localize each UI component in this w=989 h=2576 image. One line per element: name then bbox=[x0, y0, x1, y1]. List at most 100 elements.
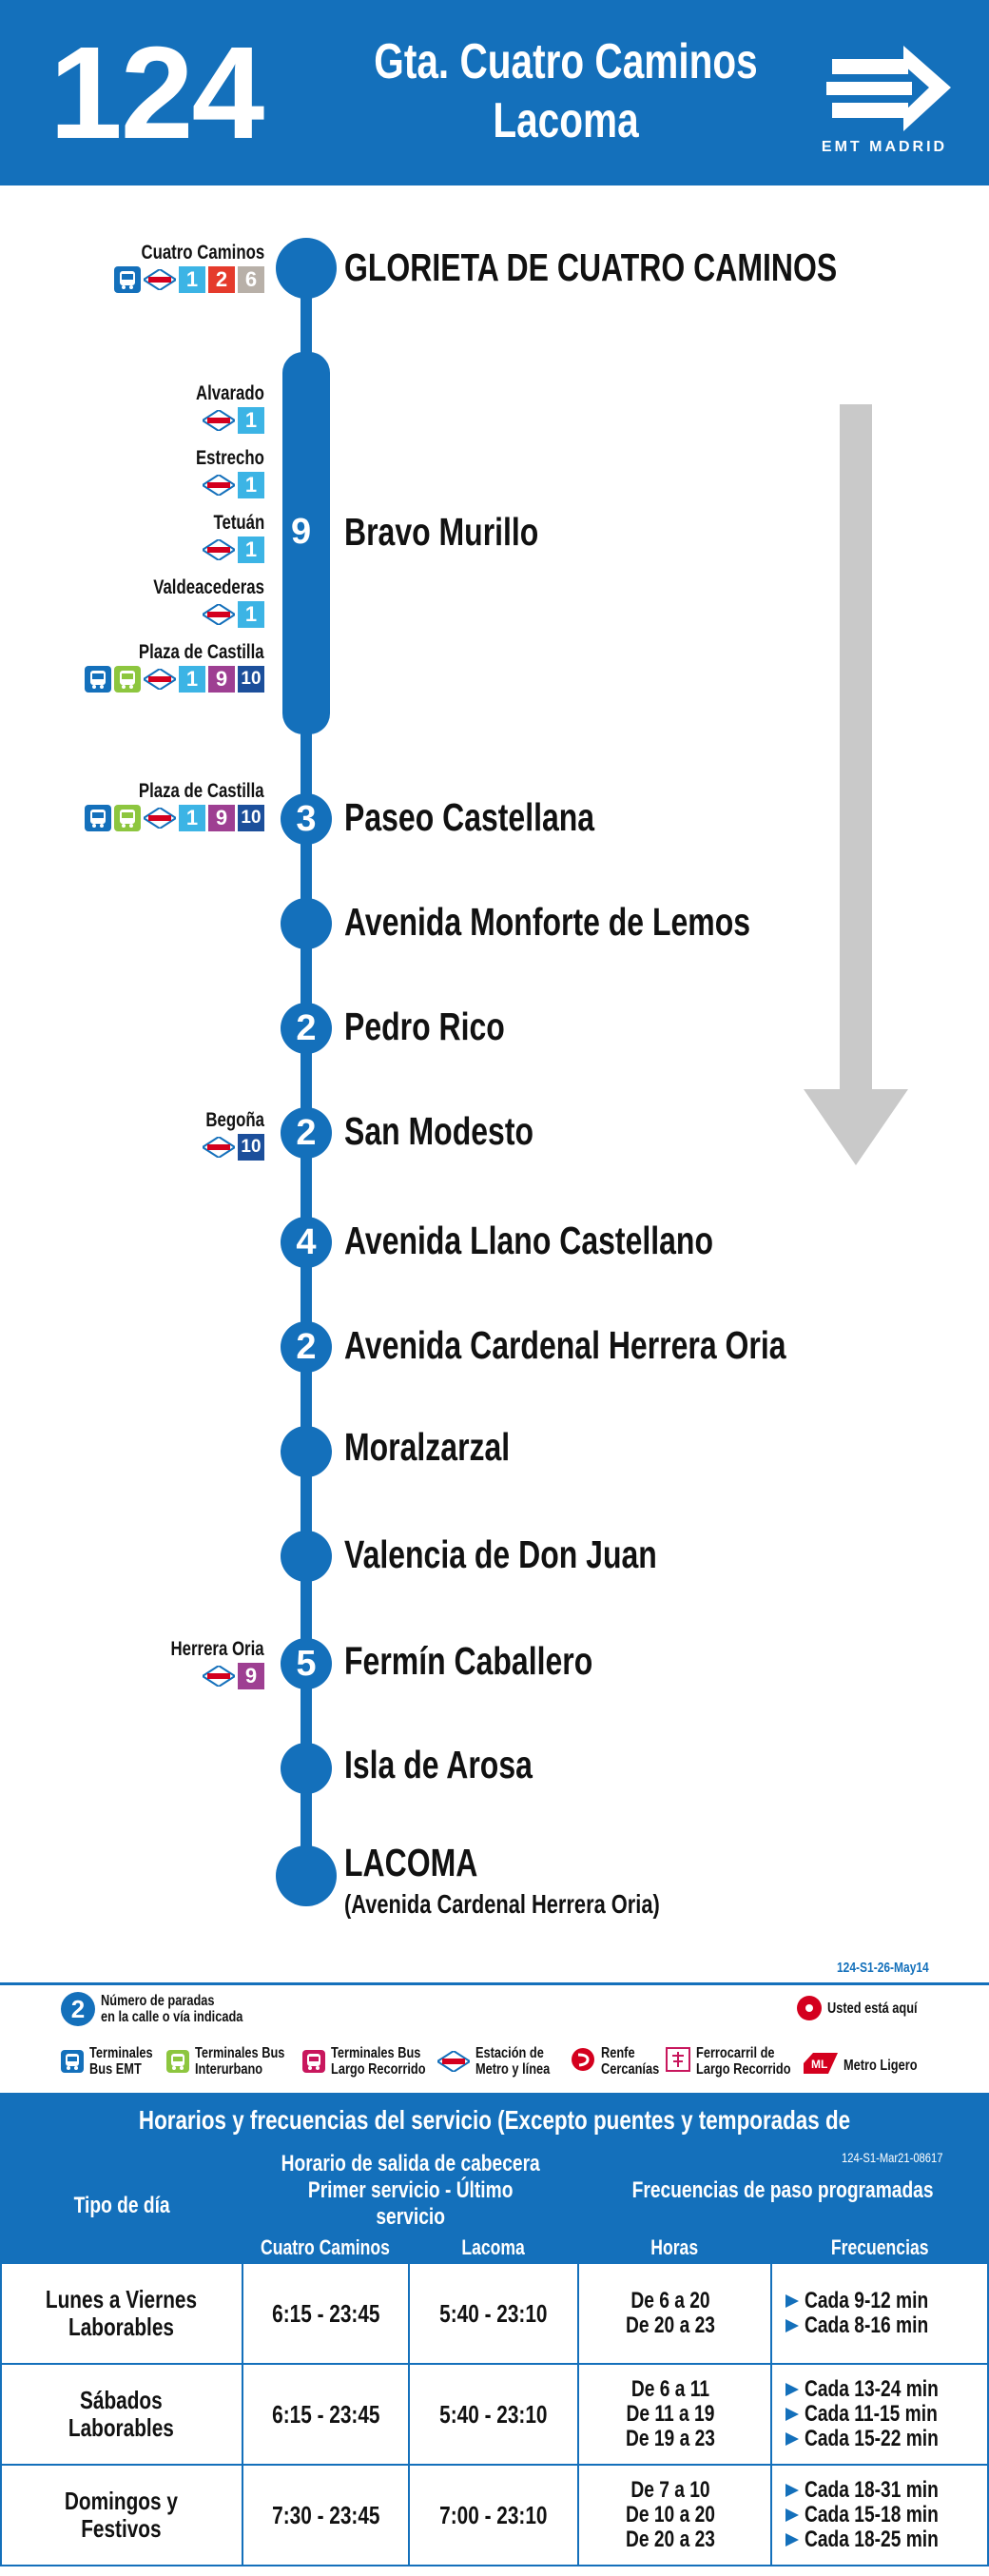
metro-line-badge: 1 bbox=[238, 537, 264, 563]
connection: Alvarado 1 bbox=[179, 382, 264, 435]
header-destination: Lacoma bbox=[408, 2232, 579, 2264]
metro-icon bbox=[203, 601, 235, 628]
connection: Begoña 10 bbox=[191, 1109, 264, 1161]
connection: Cuatro Caminos 1 2 6 bbox=[110, 242, 264, 294]
connection-name: Valdeacederas bbox=[153, 576, 264, 598]
divider bbox=[0, 1982, 989, 1985]
timetable-title: Horarios y frecuencias del servicio (Exc… bbox=[0, 2093, 989, 2190]
metro-icon bbox=[203, 472, 235, 498]
connection: Herrera Oria 9 bbox=[147, 1638, 264, 1690]
stop-dot-start bbox=[276, 238, 337, 299]
connection-name: Plaza de Castilla bbox=[139, 641, 264, 663]
metro-line-badge: 10 bbox=[238, 805, 264, 831]
metro-line-badge: 10 bbox=[238, 666, 264, 693]
arrow-icon bbox=[785, 2508, 800, 2522]
timetable: Tipo de día Horario de salida de cabecer… bbox=[0, 2148, 989, 2566]
metro-icon bbox=[144, 666, 176, 693]
connection: Plaza de Castilla 1 9 10 bbox=[85, 641, 264, 693]
legend-you-are-here: Usted está aquí bbox=[797, 1996, 940, 2020]
freq-cell: Cada 18-31 min Cada 15-18 min Cada 18-25… bbox=[770, 2464, 989, 2566]
stop-name: GLORIETA DE CUATRO CAMINOS bbox=[344, 245, 838, 289]
metro-line-badge: 10 bbox=[238, 1134, 264, 1161]
origin-time-cell: 6:15 - 23:45 bbox=[241, 2363, 411, 2466]
metro-line-badge: 9 bbox=[238, 1663, 264, 1689]
stop-subname: (Avenida Cardenal Herrera Oria) bbox=[344, 1889, 660, 1919]
dest-time-cell: 7:00 - 23:10 bbox=[408, 2464, 579, 2566]
destinations: Gta. Cuatro Caminos Lacoma bbox=[300, 32, 832, 150]
metro-icon bbox=[437, 2048, 470, 2075]
stop-name: Isla de Arosa bbox=[344, 1743, 533, 1786]
stop-count: 9 bbox=[291, 512, 312, 552]
freq-cell: Cada 13-24 min Cada 11-15 min Cada 15-22… bbox=[770, 2363, 989, 2466]
header-origin: Cuatro Caminos bbox=[241, 2232, 411, 2264]
metro-line-badge: 6 bbox=[238, 266, 264, 293]
connection-name: Herrera Oria bbox=[170, 1638, 264, 1660]
stop-dot: 2 bbox=[281, 1321, 332, 1373]
stop-dot: 3 bbox=[281, 793, 332, 845]
emt-logo: EMT MADRID bbox=[813, 38, 956, 162]
metro-line-badge: 2 bbox=[208, 266, 235, 293]
header-hours: Horas bbox=[576, 2232, 773, 2264]
metro-icon bbox=[203, 1663, 235, 1689]
bus-emt-icon bbox=[85, 666, 111, 693]
bus-interurban-icon bbox=[114, 805, 141, 831]
stop-name: Valencia de Don Juan bbox=[344, 1532, 657, 1576]
direction-arrow-icon bbox=[804, 404, 908, 1165]
header: 124 Gta. Cuatro Caminos Lacoma EMT MADRI… bbox=[0, 0, 989, 185]
arrow-icon bbox=[785, 2294, 800, 2308]
stop-name: Avenida Cardenal Herrera Oria bbox=[344, 1323, 786, 1367]
you-are-here-icon bbox=[797, 1996, 822, 2020]
arrow-icon bbox=[785, 2432, 800, 2446]
light-rail-icon: ML bbox=[804, 2053, 838, 2078]
stop-name: LACOMA bbox=[344, 1841, 478, 1884]
stop-name: Avenida Llano Castellano bbox=[344, 1219, 714, 1262]
brand-text: EMT MADRID bbox=[821, 139, 948, 155]
stop-dot: 2 bbox=[281, 1107, 332, 1159]
bus-emt-icon bbox=[85, 805, 111, 831]
stop-dot-end bbox=[276, 1845, 337, 1906]
metro-icon bbox=[144, 266, 176, 293]
metro-icon bbox=[144, 805, 176, 831]
metro-icon bbox=[203, 537, 235, 563]
renfe-icon bbox=[571, 2047, 595, 2076]
stop-name: Moralzarzal bbox=[344, 1425, 511, 1469]
bus-emt-icon bbox=[61, 2050, 84, 2073]
stop-name: San Modesto bbox=[344, 1109, 534, 1153]
connection: Plaza de Castilla 1 9 10 bbox=[85, 780, 264, 832]
metro-line-badge: 9 bbox=[208, 805, 235, 831]
bus-emt-icon bbox=[114, 266, 141, 293]
header-day-type: Tipo de día bbox=[0, 2148, 243, 2264]
arrow-icon bbox=[785, 2533, 800, 2547]
bus-interurban-icon bbox=[166, 2050, 189, 2073]
metro-icon bbox=[203, 1134, 235, 1161]
metro-line-badge: 1 bbox=[238, 407, 264, 434]
arrow-icon bbox=[785, 2319, 800, 2332]
stop-name: Avenida Monforte de Lemos bbox=[344, 900, 751, 944]
connection: Tetuán 1 bbox=[201, 512, 264, 564]
origin-time-cell: 6:15 - 23:45 bbox=[241, 2262, 411, 2365]
document-code: 124-S1-26-May14 bbox=[837, 1960, 929, 1976]
arrow-icon bbox=[785, 2383, 800, 2396]
bus-interurban-icon bbox=[114, 666, 141, 693]
emt-logo-icon bbox=[826, 46, 951, 131]
dest-time-cell: 5:40 - 23:10 bbox=[408, 2363, 579, 2466]
metro-line-badge: 9 bbox=[208, 666, 235, 693]
stop-dot: 2 bbox=[281, 1003, 332, 1054]
line-number: 124 bbox=[49, 20, 264, 166]
arrow-icon bbox=[785, 2484, 800, 2497]
stop-dot bbox=[281, 1426, 332, 1477]
origin-time-cell: 7:30 - 23:45 bbox=[241, 2464, 411, 2566]
timetable-code: 124-S1-Mar21-08617 bbox=[842, 2150, 943, 2165]
metro-icon bbox=[203, 407, 235, 434]
connection: Valdeacederas 1 bbox=[126, 576, 264, 629]
metro-line-badge: 1 bbox=[238, 472, 264, 498]
